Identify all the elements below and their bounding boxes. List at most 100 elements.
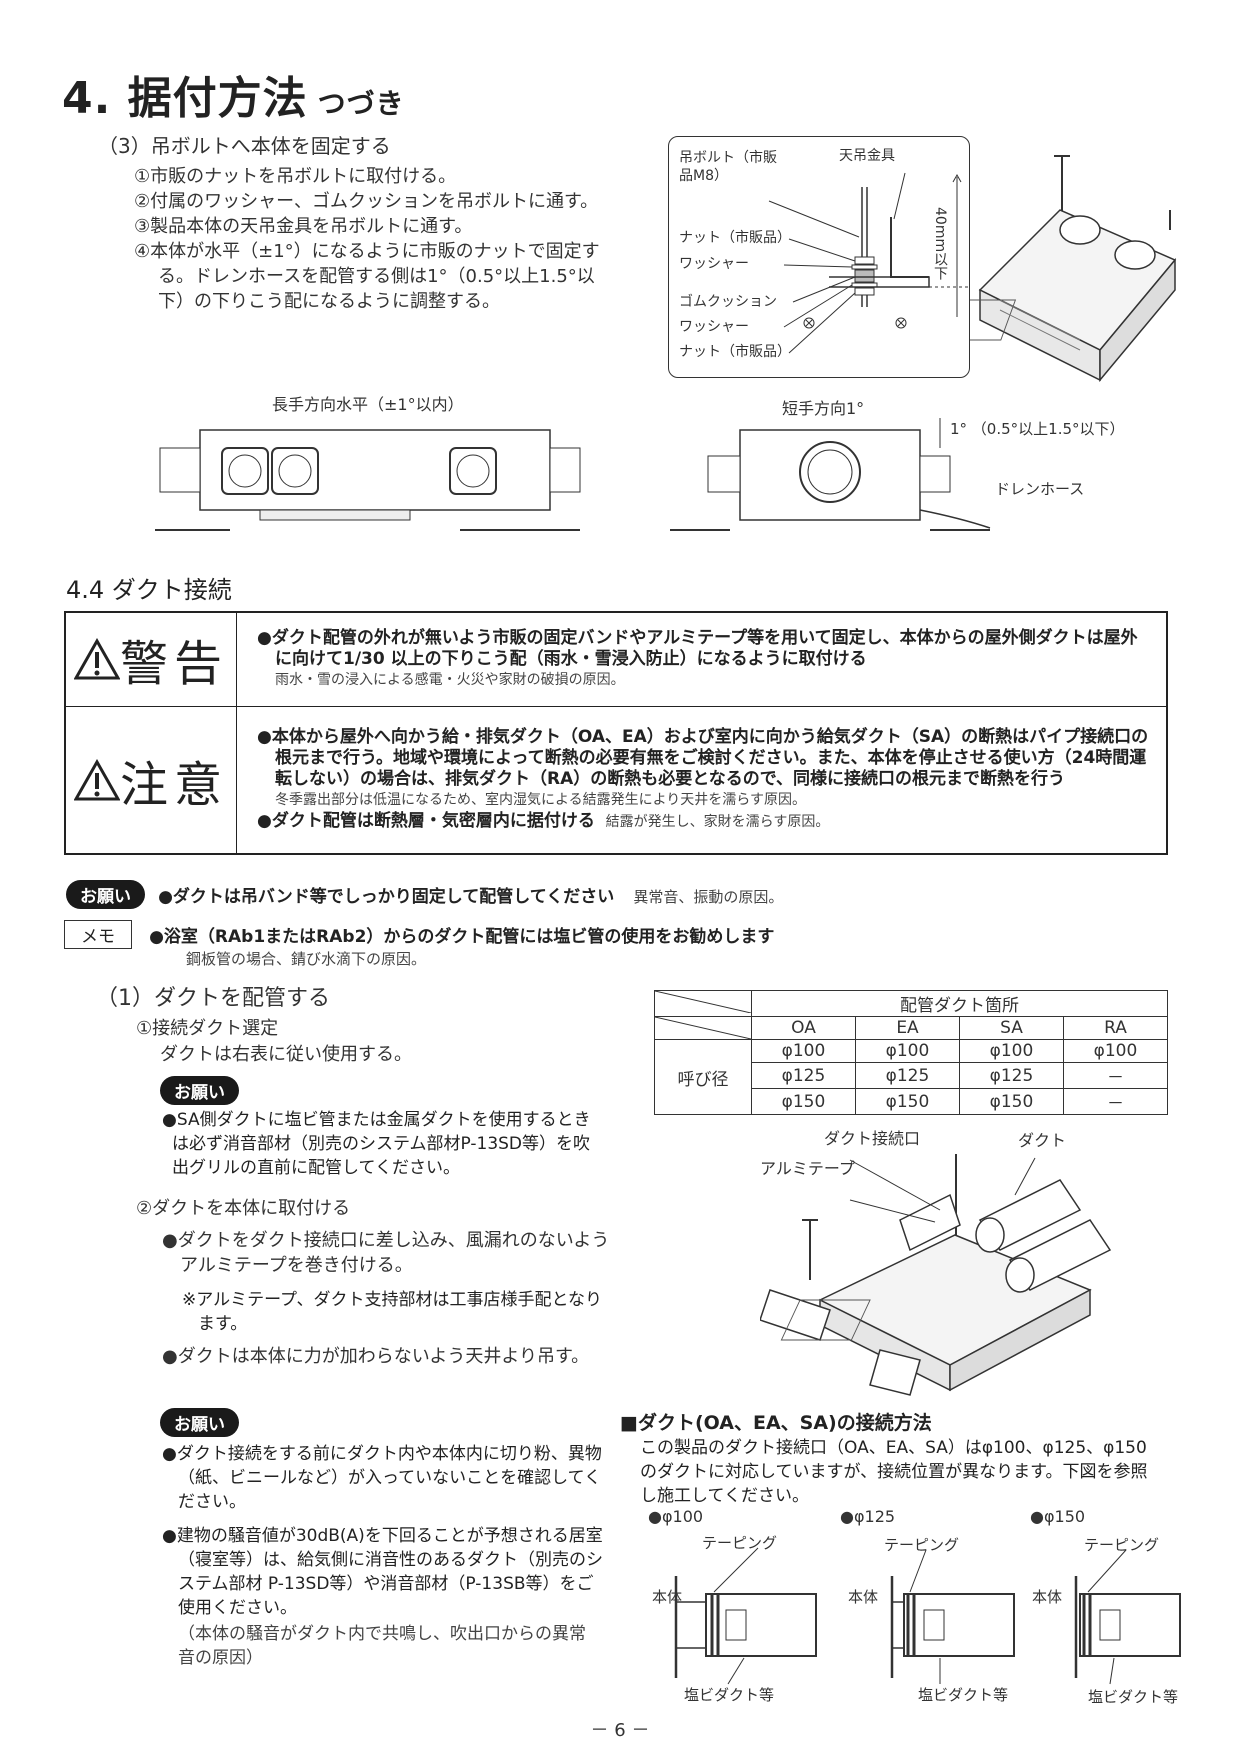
table-cell: －	[1063, 1088, 1168, 1115]
memo-note: 鋼板管の場合、錆び水滴下の原因。	[186, 950, 427, 968]
request-note-4: （本体の騒音がダクト内で共鳴し、吹出口からの異常音の原因）	[178, 1624, 586, 1668]
connection-figure-150: ●φ150 テーピング 本体 塩ビダクト等	[1030, 1508, 1210, 1708]
taping-label: テーピング	[884, 1536, 960, 1554]
col-ea: EA	[855, 1016, 960, 1040]
connection-heading: ■ダクト(OA、EA、SA)の接続方法	[620, 1412, 932, 1434]
page-title: 4. 据付方法つづき	[62, 62, 405, 126]
table-cell: φ150	[855, 1088, 960, 1115]
warning-triangle-icon	[73, 638, 120, 680]
connection-figure-100: ●φ100 テーピング 本体 塩ビダクト等	[648, 1508, 828, 1708]
table-cell: φ100	[1063, 1039, 1168, 1063]
caution-note-1: 冬季露出部分は低温になるため、室内湿気による結露発生により天井を濡らす原因。	[275, 791, 807, 808]
warning-title-cell: 警告	[64, 611, 237, 707]
row-label: 呼び径	[654, 1039, 752, 1115]
memo-row: メモ ●浴室（RAb1またはRAb2）からのダクト配管には塩ビ管の使用をお勧めし…	[64, 920, 774, 949]
request-text-4: ●建物の騒音値が30dB(A)を下回ることが予想される居室（寝室等）は、給気側に…	[162, 1526, 603, 1618]
duct-label: 塩ビダクト等	[918, 1686, 1009, 1704]
label-length: 40mm以下	[932, 207, 948, 281]
table-cell: φ100	[751, 1039, 856, 1063]
table-corner-cell	[654, 990, 752, 1017]
request-text-3: ●ダクト接続をする前にダクト内や本体内に切り粉、異物（紙、ビニールなど）が入って…	[162, 1444, 602, 1512]
bolt-detail-figure: 吊ボルト（市販品M8） 天吊金具 ナット（市販品） ワッシャー ゴムクッション …	[668, 136, 970, 378]
warning-body: ●ダクト配管の外れが無いよう市販の固定バンドやアルミテープ等を用いて固定し、本体…	[236, 611, 1168, 707]
connection-text: この製品のダクト接続口（OA、EA、SA）はφ100、φ125、φ150のダクト…	[640, 1438, 1148, 1506]
size-label: ●φ125	[840, 1507, 896, 1526]
section1-step1-text: ダクトは右表に従い使用する。	[160, 1044, 412, 1065]
duct-label: 塩ビダクト等	[684, 1686, 775, 1704]
page-number: － 6 －	[590, 1720, 650, 1741]
step-3: ③製品本体の天吊金具を吊ボルトに通す。	[134, 216, 473, 237]
caution-text-1: ●本体から屋外へ向かう給・排気ダクト（OA、EA）および室内に向かう給気ダクト（…	[257, 726, 1149, 789]
table-cell: φ125	[959, 1062, 1064, 1089]
table-cell: φ100	[959, 1039, 1064, 1063]
step-1: ①市販のナットを吊ボルトに取付ける。	[134, 166, 457, 187]
label-duct: ダクト	[1018, 1131, 1067, 1150]
col-ra: RA	[1063, 1016, 1168, 1040]
section1-step2: ②ダクトを本体に取付ける	[136, 1198, 351, 1219]
memo-text: ●浴室（RAb1またはRAb2）からのダクト配管には塩ビ管の使用をお勧めします	[149, 927, 775, 947]
request-pill: お願い	[66, 880, 145, 909]
warning-title: 警告	[119, 636, 228, 693]
body-label: 本体	[652, 1588, 683, 1606]
warning-caution-table: 警告 ●ダクト配管の外れが無いよう市販の固定バンドやアルミテープ等を用いて固定し…	[64, 611, 1168, 855]
request-pill-2: お願い	[160, 1076, 239, 1105]
label-nut-top: ナット（市販品）	[679, 230, 791, 246]
request-pill-3: お願い	[160, 1408, 239, 1437]
short-direction-drawing	[670, 418, 991, 531]
connection-figure-125: ●φ125 テーピング 本体 塩ビダクト等	[840, 1508, 1020, 1708]
caution-triangle-icon	[73, 758, 120, 801]
table-cell: φ125	[751, 1062, 856, 1089]
duct-size-table: 配管ダクト箇所 OA EA SA RA 呼び径 φ100 φ100 φ100 φ…	[654, 990, 1168, 1115]
label-duct-port: ダクト接続口	[824, 1129, 921, 1148]
warning-note: 雨水・雪の浸入による感電・火災や家財の破損の原因。	[275, 671, 625, 688]
connection-drawing	[890, 1549, 1015, 1684]
caution-body: ●本体から屋外へ向かう給・排気ダクト（OA、EA）および室内に向かう給気ダクト（…	[236, 705, 1168, 855]
col-sa: SA	[959, 1016, 1064, 1040]
taping-label: テーピング	[1084, 1536, 1160, 1554]
table-cell: －	[1063, 1062, 1168, 1089]
table-cell: φ150	[959, 1088, 1064, 1115]
body-label: 本体	[1032, 1588, 1063, 1606]
step-4: ④本体が水平（±1°）になるように市販のナットで固定する。ドレンホースを配管する…	[134, 241, 600, 312]
size-label: ●φ100	[648, 1507, 704, 1526]
table-cell: φ150	[751, 1088, 856, 1115]
label-slope: 1° （0.5°以上1.5°以下）	[950, 420, 1125, 438]
title-main: 4. 据付方法	[62, 73, 308, 124]
request-row-1: お願い ●ダクトは吊バンド等でしっかり固定して配管してください 異常音、振動の原…	[66, 880, 783, 909]
label-long-direction: 長手方向水平（±1°以内）	[272, 395, 464, 414]
table-cell: φ100	[855, 1039, 960, 1063]
body-label: 本体	[848, 1588, 879, 1606]
table-header: 配管ダクト箇所	[751, 990, 1168, 1017]
step2-bullet-1: ●ダクトをダクト接続口に差し込み、風漏れのないようアルミテープを巻き付ける。	[162, 1230, 610, 1276]
step2-note-1: ※アルミテープ、ダクト支持部材は工事店様手配となります。	[182, 1290, 603, 1334]
step2-bullet-2: ●ダクトは本体に力が加わらないよう天井より吊す。	[162, 1346, 590, 1367]
section-4-4-heading: 4.4 ダクト接続	[66, 576, 232, 604]
label-cushion: ゴムクッション	[679, 294, 777, 310]
connection-drawing	[1074, 1549, 1181, 1685]
request-text-2: ●SA側ダクトに塩ビ管または金属ダクトを使用するときは必ず消音部材（別売のシステ…	[162, 1110, 591, 1178]
section3-steps: ①市販のナットを吊ボルトに取付ける。 ②付属のワッシャー、ゴムクッションを吊ボル…	[134, 164, 614, 314]
duct-label: 塩ビダクト等	[1088, 1688, 1179, 1706]
table-cell: φ125	[855, 1062, 960, 1089]
connection-drawing	[674, 1547, 817, 1685]
section3-heading: （3）吊ボルトへ本体を固定する	[98, 134, 391, 158]
caution-note-2: 結露が発生し、家財を濡らす原因。	[605, 813, 830, 830]
section1-step1: ①接続ダクト選定	[136, 1018, 279, 1039]
label-bolt: 吊ボルト（市販品M8）	[679, 150, 777, 184]
size-label: ●φ150	[1030, 1507, 1086, 1526]
step-2: ②付属のワッシャー、ゴムクッションを吊ボルトに通す。	[134, 191, 599, 212]
section1-heading: （1）ダクトを配管する	[96, 986, 330, 1011]
label-washer-top: ワッシャー	[679, 256, 749, 272]
caution-title: 注意	[119, 756, 228, 813]
duct-connection-drawing	[760, 1154, 1112, 1396]
taping-label: テーピング	[702, 1534, 778, 1552]
unit-isometric-drawing	[970, 155, 1177, 383]
label-bracket: 天吊金具	[839, 148, 895, 164]
caution-title-cell: 注意	[64, 705, 237, 855]
title-subtitle: つづき	[317, 87, 405, 120]
bolt-detail-drawing	[768, 172, 969, 354]
label-drain-hose: ドレンホース	[995, 480, 1085, 498]
label-aluminum-tape: アルミテープ	[760, 1159, 855, 1178]
col-oa: OA	[751, 1016, 856, 1040]
label-nut-bottom: ナット（市販品）	[679, 344, 791, 360]
